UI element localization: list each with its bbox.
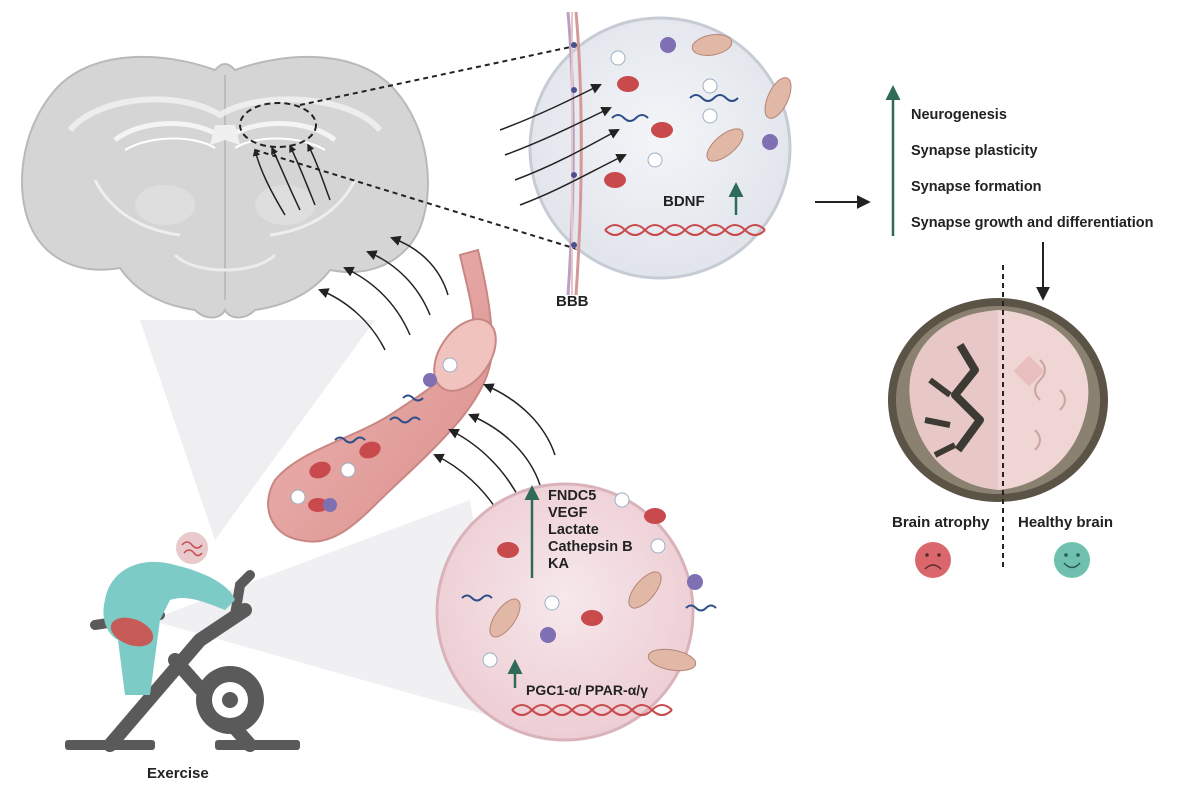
brain-projection-cone — [140, 320, 375, 540]
effect-synapse-plasticity: Synapse plasticity — [911, 143, 1038, 159]
effect-synapse-growth: Synapse growth and differentiation — [911, 215, 1154, 231]
blood-vessel — [267, 248, 497, 543]
myokine-ka: KA — [548, 556, 569, 572]
pgc-label: PGC1-α/ PPAR-α/γ — [526, 682, 648, 698]
bbb-label: BBB — [556, 293, 589, 310]
muscle-zoom-circle — [435, 482, 717, 742]
effect-neurogenesis: Neurogenesis — [911, 107, 1007, 123]
axial-brain-comparison — [888, 265, 1108, 570]
muscle-to-vessel-arrows — [433, 383, 556, 516]
effects-list: Neurogenesis Synapse plasticity Synapse … — [911, 107, 1154, 251]
zoom-line-bottom — [254, 149, 581, 251]
happy-face-icon — [1054, 542, 1090, 578]
muscle-projection-cone — [150, 500, 505, 720]
myokine-lactate: Lactate — [548, 522, 599, 538]
bdnf-label: BDNF — [663, 193, 705, 210]
healthy-brain-label: Healthy brain — [1018, 514, 1114, 531]
bbb-zoom-circle — [499, 11, 792, 296]
coronal-brain-section — [21, 55, 429, 319]
brain-inner-arrows — [252, 143, 331, 216]
exercise-label: Exercise — [147, 765, 209, 782]
sad-face-icon — [915, 542, 951, 578]
brain-atrophy-label: Brain atrophy — [892, 514, 990, 531]
myokine-vegf: VEGF — [548, 505, 588, 521]
vessel-to-brain-arrows — [318, 235, 449, 351]
myokine-fndc5: FNDC5 — [548, 488, 597, 504]
myokine-list: FNDC5 VEGF Lactate Cathepsin B KA — [548, 488, 633, 573]
exercise-bike-figure — [65, 530, 300, 752]
effect-synapse-formation: Synapse formation — [911, 179, 1042, 195]
zoom-line-top — [299, 44, 581, 106]
myokine-cathepsin-b: Cathepsin B — [548, 539, 633, 555]
